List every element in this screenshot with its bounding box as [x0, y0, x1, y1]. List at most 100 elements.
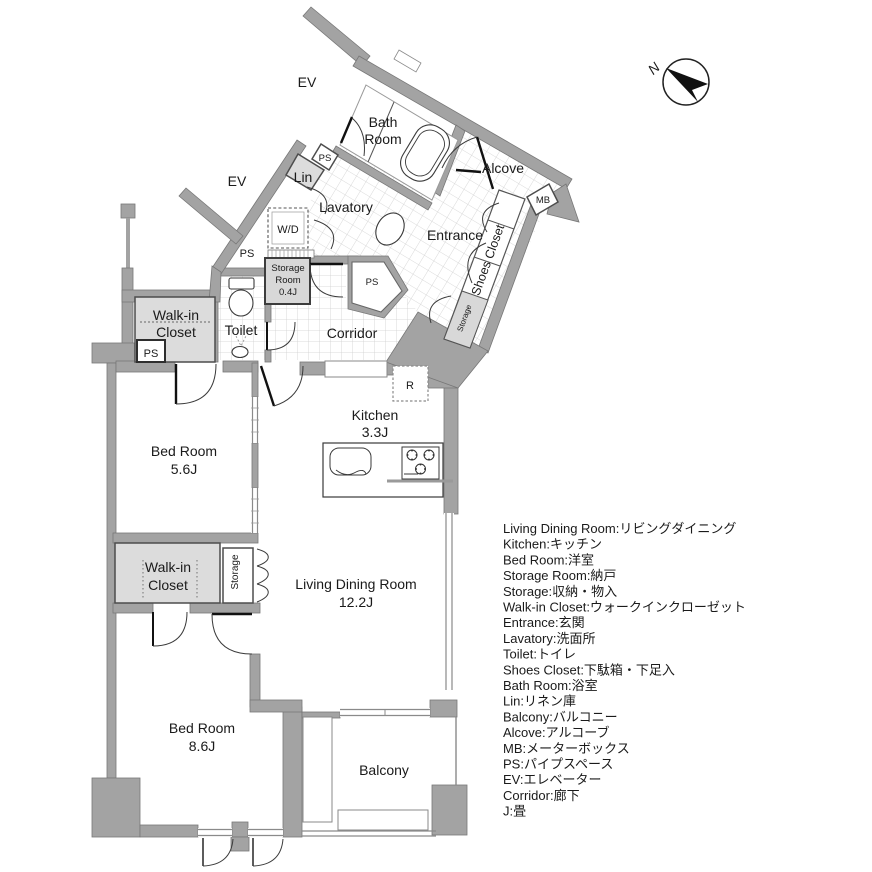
label-lavatory: Lavatory	[319, 199, 373, 215]
mb-box	[526, 182, 559, 217]
label-storage-lower: Storage	[230, 554, 241, 589]
storage-room-box	[264, 257, 311, 305]
legend-item: Bed Room:洋室	[503, 552, 594, 567]
washer-dryer-inner	[271, 211, 305, 245]
ldk-door-leaf	[259, 365, 276, 407]
shoes-divider	[487, 219, 515, 230]
label-bed2-b: 8.6J	[189, 738, 215, 754]
label-ps-lin: PS	[319, 153, 332, 164]
bed2-window	[198, 828, 284, 867]
bath-room	[339, 84, 459, 201]
wall	[139, 824, 199, 838]
ev-arm-wall	[302, 6, 371, 67]
refrigerator-box	[392, 365, 429, 402]
wall	[429, 699, 458, 718]
bath-door-leaf	[339, 116, 354, 144]
wall	[91, 777, 141, 838]
shoes-storage-cell	[443, 290, 489, 349]
wall	[264, 349, 272, 363]
lin-door-arc	[306, 186, 328, 215]
kitchen-sink-icon	[329, 447, 372, 476]
label-bed2-a: Bed Room	[169, 720, 235, 736]
label-toilet: Toilet	[225, 322, 258, 338]
label-ps-box: PS	[144, 348, 159, 360]
ldk-door-arc	[273, 365, 304, 407]
label-entrance: Entrance	[427, 227, 483, 243]
label-bath-2: Room	[364, 131, 401, 147]
balcony-planter	[337, 809, 429, 831]
label-wic2-a: Walk-in	[145, 559, 191, 575]
ps-lin-box	[310, 142, 340, 172]
walkin-closet-lower	[114, 542, 221, 604]
wall	[282, 706, 303, 838]
wall	[251, 362, 259, 398]
label-fridge: R	[406, 380, 414, 392]
label-lin: Lin	[294, 169, 313, 185]
label-bed1-b: 5.6J	[171, 461, 197, 477]
legend-item: Bath Room:浴室	[503, 678, 598, 693]
ps-pentagon	[351, 261, 403, 313]
sliding-door	[251, 397, 259, 443]
wing-end-wall	[546, 183, 580, 223]
entrance-door-leaf	[475, 136, 495, 190]
entrance-door-arc	[441, 136, 478, 169]
legend-item: Shoes Closet:下駄箱・下足入	[503, 662, 675, 677]
alcove-wall-line	[455, 168, 482, 174]
label-wd: W/D	[277, 224, 298, 236]
wall	[231, 821, 249, 838]
washer-dryer-box	[267, 207, 309, 249]
label-ev-left: EV	[228, 173, 247, 189]
wing-walls	[178, 6, 580, 389]
bed2-door-arc	[211, 613, 253, 655]
shoes-door-arc	[482, 202, 500, 233]
legend-item: Kitchen:キッチン	[503, 537, 602, 552]
shoes-divider	[473, 256, 501, 267]
wall	[189, 602, 261, 614]
stove-icon	[401, 446, 440, 480]
lin-closet	[284, 152, 326, 192]
ldk-east-window	[444, 513, 454, 690]
wall	[299, 361, 327, 376]
legend-item: Storage Room:納戸	[503, 568, 616, 583]
balcony-area	[302, 716, 457, 837]
lavatory-sink-icon	[375, 212, 405, 246]
shoes-door-arc	[467, 242, 487, 284]
label-alcove: Alcove	[482, 160, 524, 176]
label-wic2-b: Closet	[148, 577, 188, 593]
legend-item: Toilet:トイレ	[503, 647, 576, 662]
label-kitchen-1: Kitchen	[352, 407, 399, 423]
legend-item: Balcony:バルコニー	[503, 709, 618, 724]
bath-door-arc	[351, 117, 365, 157]
bath-window	[393, 49, 422, 73]
label-ps-wing: PS	[240, 248, 255, 260]
legend-item: EV:エレベーター	[503, 772, 601, 787]
label-ev-top: EV	[298, 74, 317, 90]
closets	[114, 296, 269, 604]
toilet-bowl-icon	[228, 289, 254, 317]
legend-item: Living Dining Room:リビングダイニング	[503, 521, 736, 536]
legend-item: J:畳	[503, 804, 526, 819]
legend-item: Corridor:廊下	[503, 788, 580, 803]
ev-arm-wall-2	[178, 187, 244, 245]
label-ldk-1: Living Dining Room	[295, 576, 416, 592]
label-wic1-b: Closet	[156, 324, 196, 340]
wic2-door-arc	[152, 611, 188, 647]
label-bath-1: Bath	[369, 114, 398, 130]
toilet-room	[228, 277, 296, 359]
wall	[249, 699, 303, 713]
wall	[249, 653, 261, 708]
sink-detail	[335, 469, 367, 475]
folding-door-icon	[256, 548, 269, 603]
legend-item: Lin:リネン庫	[503, 694, 576, 709]
wing-left-corner	[208, 265, 222, 303]
label-storage-room-3: 0.4J	[279, 287, 297, 298]
legend-item: PS:パイプスペース	[503, 757, 613, 772]
label-wic1-a: Walk-in	[153, 307, 199, 323]
legend-item: Lavatory:洗面所	[503, 631, 595, 646]
label-ps-pentagon: PS	[366, 277, 379, 288]
label-mb: MB	[536, 195, 550, 206]
windows	[198, 397, 454, 867]
legend-item: Alcove:アルコーブ	[503, 725, 609, 740]
